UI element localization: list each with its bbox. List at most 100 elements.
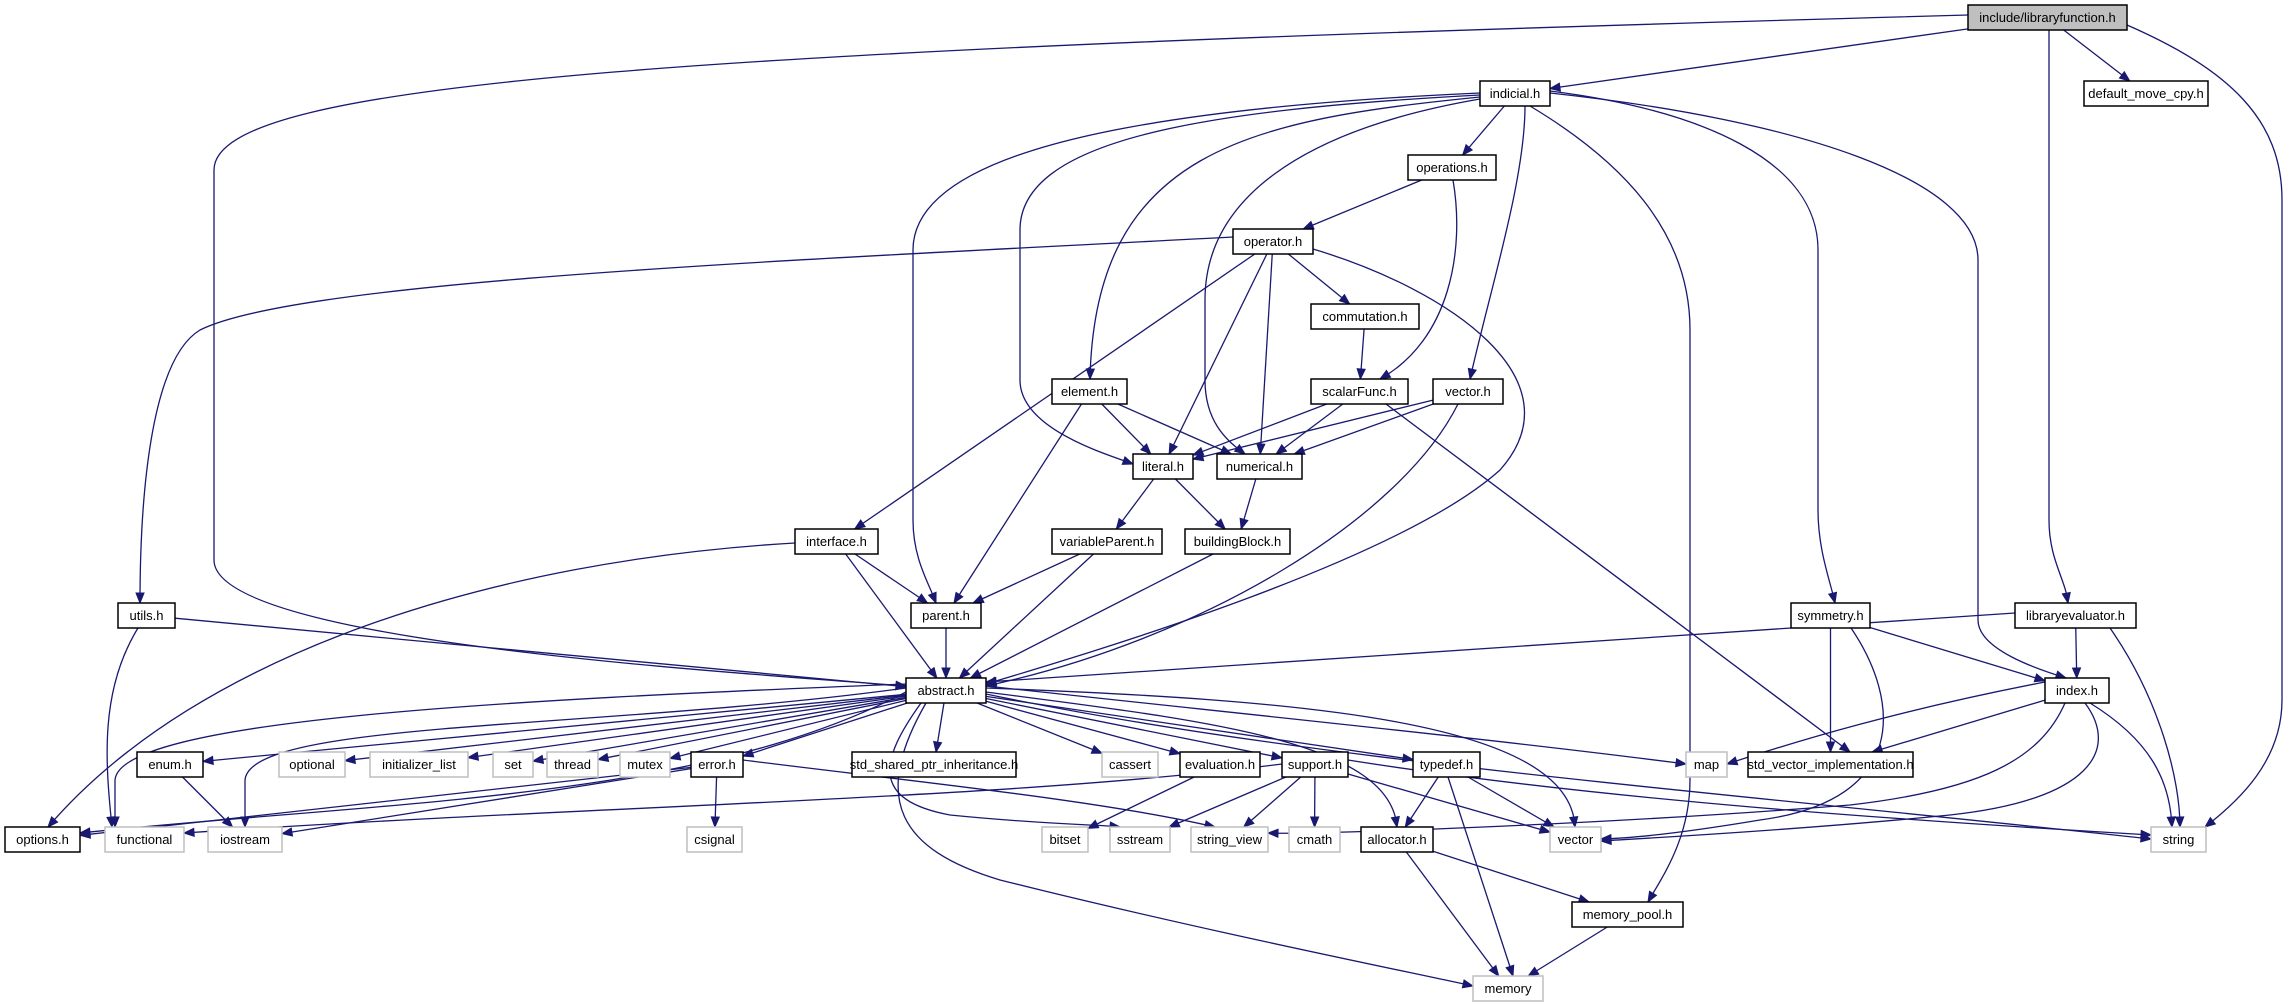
arrowhead-icon bbox=[596, 752, 610, 763]
node-enum[interactable]: enum.h bbox=[136, 751, 204, 778]
node-numerical[interactable]: numerical.h bbox=[1216, 453, 1303, 480]
node-string: string bbox=[2150, 826, 2207, 853]
node-memory-pool[interactable]: memory_pool.h bbox=[1571, 901, 1684, 928]
node-std-vector-implementation[interactable]: std_vector_implementation.h bbox=[1747, 751, 1914, 778]
node-options[interactable]: options.h bbox=[4, 826, 81, 853]
node-literal[interactable]: literal.h bbox=[1132, 453, 1194, 480]
node-box bbox=[117, 602, 176, 629]
node-box bbox=[1216, 453, 1303, 480]
edge-abstract-to-vector bbox=[985, 687, 1579, 829]
node-box bbox=[851, 751, 1017, 778]
arrowhead-icon bbox=[2118, 70, 2131, 82]
node-buildingBlock[interactable]: buildingBlock.h bbox=[1184, 528, 1291, 555]
arrowhead-icon bbox=[1538, 824, 1552, 834]
node-box bbox=[686, 826, 743, 853]
node-symmetry[interactable]: symmetry.h bbox=[1790, 602, 1871, 629]
arrowhead-icon bbox=[2033, 673, 2047, 683]
edge-operations-to-operator bbox=[1301, 179, 1423, 230]
node-libraryfunction[interactable]: include/libraryfunction.h bbox=[1967, 4, 2128, 31]
edge-abstract-to-thread bbox=[596, 697, 907, 763]
node-element[interactable]: element.h bbox=[1051, 378, 1128, 405]
node-box bbox=[492, 751, 534, 778]
node-label: csignal bbox=[694, 832, 735, 847]
edge-line bbox=[669, 699, 907, 759]
edge-index-to-string bbox=[2089, 702, 2176, 829]
node-support[interactable]: support.h bbox=[1281, 751, 1349, 778]
node-label: bitset bbox=[1049, 832, 1080, 847]
arrowhead-icon bbox=[1568, 815, 1579, 829]
arrowhead-icon bbox=[941, 667, 951, 680]
node-error[interactable]: error.h bbox=[690, 751, 744, 778]
edge-interface-to-parent bbox=[854, 553, 929, 604]
node-default-move-cpy[interactable]: default_move_cpy.h bbox=[2083, 80, 2209, 107]
node-box bbox=[1101, 751, 1159, 778]
edge-line bbox=[174, 617, 907, 688]
edge-line bbox=[1087, 776, 1195, 829]
node-label: vector.h bbox=[1445, 384, 1491, 399]
node-label: optional bbox=[289, 757, 335, 772]
edge-typedef-to-allocator bbox=[1404, 776, 1439, 829]
node-interface[interactable]: interface.h bbox=[794, 528, 879, 555]
node-label: iostream bbox=[220, 832, 270, 847]
node-index[interactable]: index.h bbox=[2044, 677, 2110, 704]
edge-line bbox=[897, 702, 1474, 987]
node-label: cmath bbox=[1297, 832, 1332, 847]
node-typedef[interactable]: typedef.h bbox=[1412, 751, 1481, 778]
edge-scalarFunc-to-numerical bbox=[1275, 403, 1344, 455]
node-label: string_view bbox=[1197, 832, 1263, 847]
edge-line bbox=[985, 693, 2152, 840]
node-box bbox=[619, 751, 671, 778]
arrowhead-icon bbox=[958, 667, 971, 679]
node-operations[interactable]: operations.h bbox=[1407, 154, 1497, 181]
node-label: abstract.h bbox=[917, 683, 974, 698]
edge-line bbox=[467, 695, 907, 759]
node-variableParent[interactable]: variableParent.h bbox=[1051, 528, 1163, 555]
node-label: map bbox=[1694, 757, 1719, 772]
edge-line bbox=[106, 627, 139, 828]
node-std-shared-ptr-inheritance[interactable]: std_shared_ptr_inheritance.h bbox=[850, 751, 1018, 778]
edge-indicial-to-vector_h bbox=[1467, 105, 1526, 381]
node-indicial[interactable]: indicial.h bbox=[1479, 80, 1551, 107]
edge-scalarFunc-to-std_vector_implementation bbox=[1385, 403, 1852, 753]
node-box bbox=[1790, 602, 1871, 629]
edge-line bbox=[1347, 773, 1551, 833]
arrowhead-icon bbox=[853, 519, 867, 530]
node-libraryevaluator[interactable]: libraryevaluator.h bbox=[2014, 602, 2137, 629]
node-box bbox=[1472, 975, 1544, 1002]
edge-line bbox=[985, 687, 1576, 828]
node-abstract[interactable]: abstract.h bbox=[905, 677, 987, 704]
arrowhead-icon bbox=[1827, 591, 1838, 605]
node-box bbox=[2150, 826, 2207, 853]
node-utils[interactable]: utils.h bbox=[117, 602, 176, 629]
arrowhead-icon bbox=[1461, 143, 1474, 157]
node-parent[interactable]: parent.h bbox=[910, 602, 982, 629]
edge-abstract-to-optional bbox=[343, 694, 907, 765]
node-label: include/libraryfunction.h bbox=[1979, 10, 2116, 25]
arrowhead-icon bbox=[1140, 443, 1152, 455]
edge-indicial-to-literal bbox=[1019, 94, 1481, 465]
edge-line bbox=[2063, 29, 2131, 82]
node-label: symmetry.h bbox=[1797, 608, 1863, 623]
node-commutation[interactable]: commutation.h bbox=[1310, 303, 1420, 330]
arrowhead-icon bbox=[1461, 979, 1475, 989]
node-evaluation[interactable]: evaluation.h bbox=[1179, 751, 1261, 778]
arrowhead-icon bbox=[1085, 368, 1096, 381]
edge-commutation-to-scalarFunc bbox=[1356, 328, 1366, 381]
edge-line bbox=[854, 553, 928, 604]
edge-line bbox=[742, 702, 908, 757]
arrowhead-icon bbox=[1338, 293, 1351, 305]
arrowhead-icon bbox=[1090, 744, 1104, 754]
edge-line bbox=[1467, 776, 1555, 828]
node-vector-h[interactable]: vector.h bbox=[1432, 378, 1504, 405]
arrowhead-icon bbox=[1309, 816, 1320, 829]
node-operator[interactable]: operator.h bbox=[1232, 228, 1314, 255]
arrowhead-icon bbox=[984, 676, 997, 687]
node-allocator[interactable]: allocator.h bbox=[1360, 826, 1434, 853]
node-box bbox=[1184, 528, 1291, 555]
node-label: operator.h bbox=[1244, 234, 1303, 249]
node-box bbox=[2014, 602, 2137, 629]
edge-line bbox=[976, 702, 1103, 754]
node-label: sstream bbox=[1117, 832, 1163, 847]
node-scalarFunc[interactable]: scalarFunc.h bbox=[1310, 378, 1409, 405]
arrowhead-icon bbox=[1599, 835, 1612, 846]
